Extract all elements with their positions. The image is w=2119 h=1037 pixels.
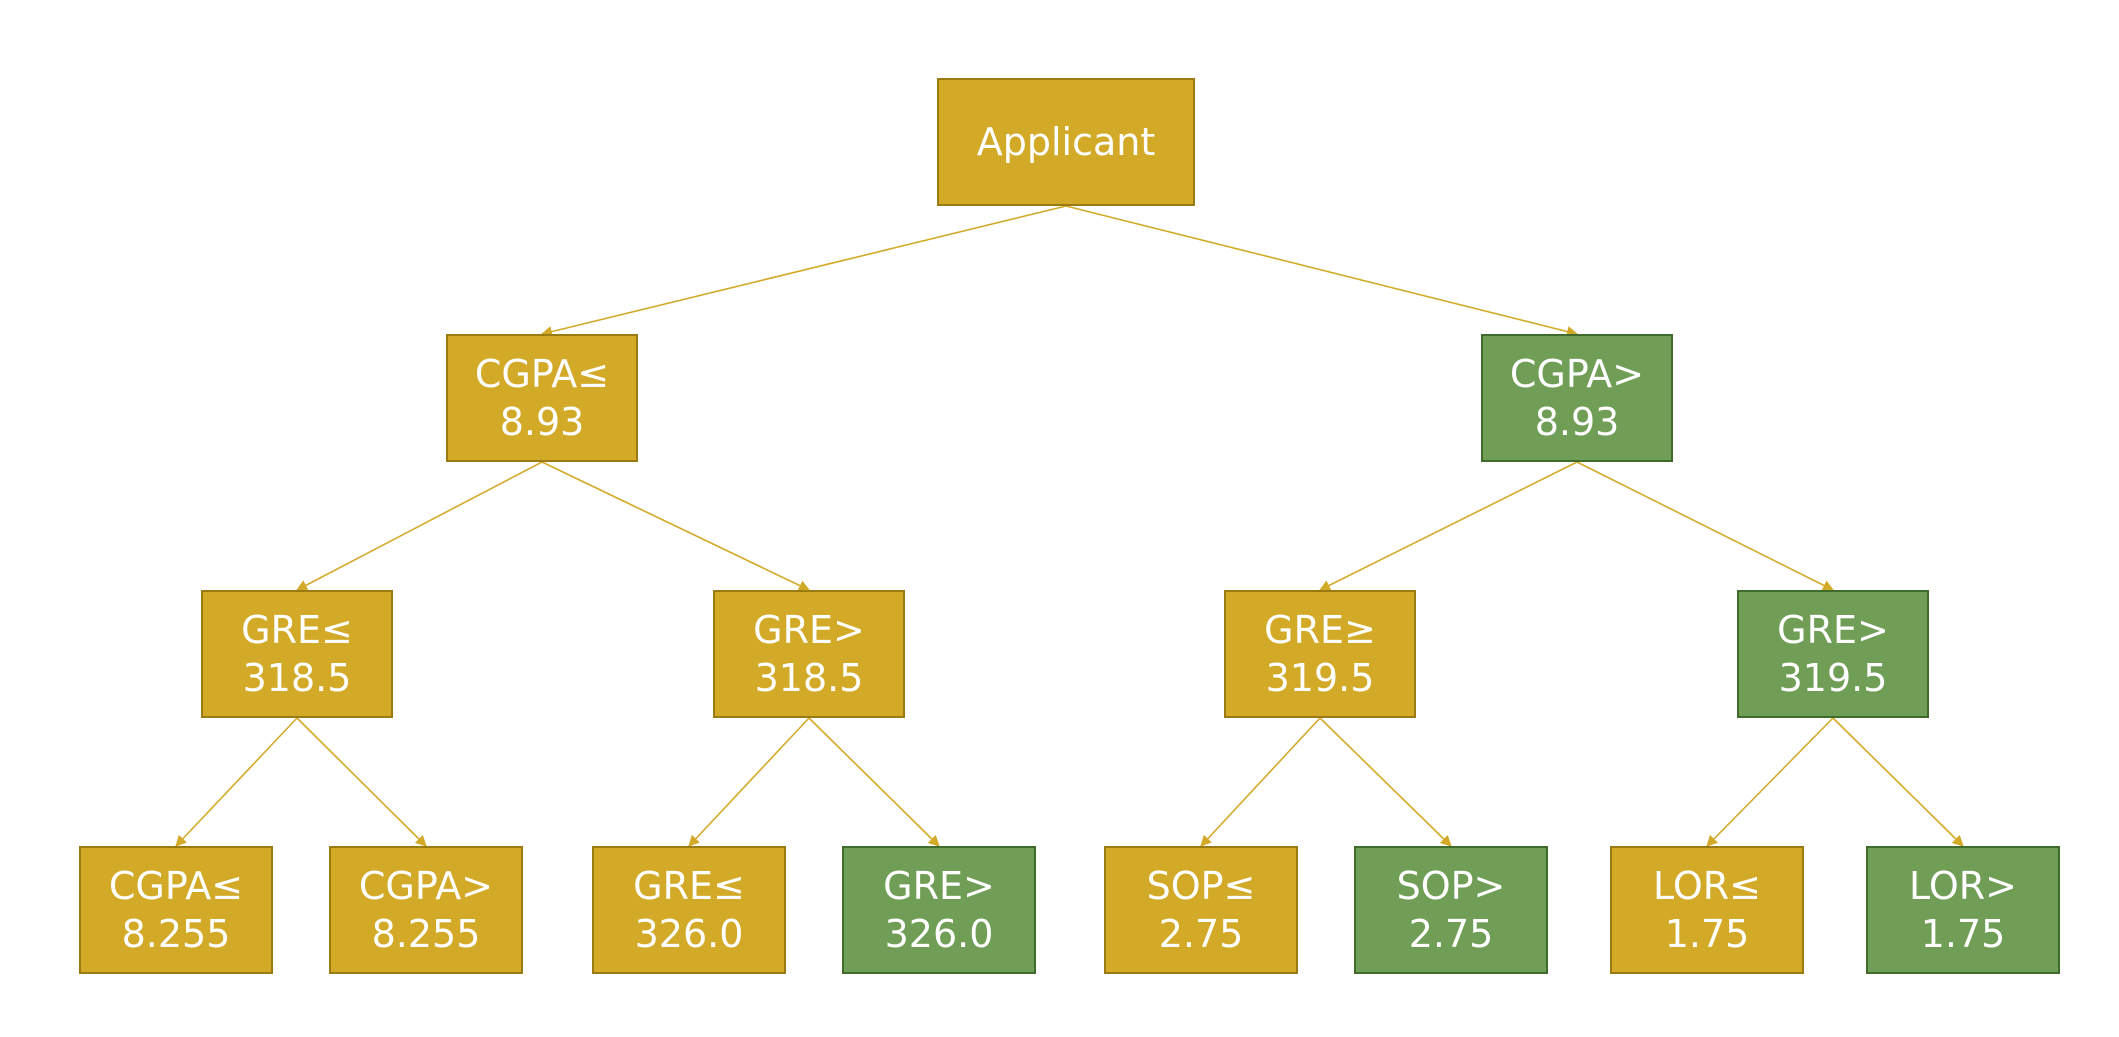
node-threshold: 318.5 (242, 656, 352, 700)
node-condition: SOP> (1396, 864, 1506, 908)
node-threshold: 2.75 (1158, 912, 1244, 956)
edge-n4-l3 (688, 717, 810, 847)
node-condition: CGPA≤ (108, 864, 244, 908)
node-condition: SOP≤ (1146, 864, 1256, 908)
edge-n3-l1 (175, 717, 298, 847)
node-condition: GRE≤ (241, 608, 353, 652)
node-root: Applicant (937, 78, 1195, 206)
node-condition: GRE> (1777, 608, 1889, 652)
node-condition: GRE> (753, 608, 865, 652)
node-gre-le-318-5: GRE≤ 318.5 (201, 590, 393, 718)
node-threshold: 319.5 (1265, 656, 1375, 700)
node-condition: GRE> (883, 864, 995, 908)
edge-root-n1 (540, 205, 1067, 338)
edge-n6-l7 (1706, 717, 1834, 847)
node-gre-gt-318-5: GRE> 318.5 (713, 590, 905, 718)
node-threshold: 8.93 (499, 400, 585, 444)
node-threshold: 318.5 (754, 656, 864, 700)
node-threshold: 319.5 (1778, 656, 1888, 700)
edge-root-n2 (1065, 205, 1579, 337)
edge-n3-l2 (296, 717, 427, 847)
node-threshold: 8.255 (371, 912, 481, 956)
leaf-sop-gt-2-75: SOP> 2.75 (1354, 846, 1548, 974)
edge-n6-l8 (1832, 717, 1964, 847)
node-condition: LOR> (1909, 864, 2017, 908)
node-label: Applicant (976, 120, 1156, 164)
node-condition: GRE≤ (633, 864, 745, 908)
node-threshold: 1.75 (1664, 912, 1750, 956)
node-cgpa-gt-8-93: CGPA> 8.93 (1481, 334, 1673, 462)
edge-n4-l4 (808, 717, 940, 847)
edge-n2-n6 (1576, 461, 1835, 591)
leaf-lor-le-1-75: LOR≤ 1.75 (1610, 846, 1804, 974)
node-condition: CGPA≤ (474, 352, 610, 396)
leaf-lor-gt-1-75: LOR> 1.75 (1866, 846, 2060, 974)
node-gre-ge-319-5: GRE≥ 319.5 (1224, 590, 1416, 718)
node-condition: LOR≤ (1653, 864, 1761, 908)
edge-n2-n5 (1318, 461, 1578, 591)
node-condition: CGPA> (358, 864, 494, 908)
node-threshold: 1.75 (1920, 912, 2006, 956)
node-threshold: 8.93 (1534, 400, 1620, 444)
node-threshold: 8.255 (121, 912, 231, 956)
leaf-gre-le-326-0: GRE≤ 326.0 (592, 846, 786, 974)
edge-n5-l6 (1319, 717, 1452, 847)
node-condition: GRE≥ (1264, 608, 1376, 652)
node-threshold: 2.75 (1408, 912, 1494, 956)
node-cgpa-le-8-93: CGPA≤ 8.93 (446, 334, 638, 462)
node-threshold: 326.0 (634, 912, 744, 956)
node-gre-gt-319-5: GRE> 319.5 (1737, 590, 1929, 718)
leaf-cgpa-le-8-255: CGPA≤ 8.255 (79, 846, 273, 974)
edge-n1-n4 (541, 461, 811, 591)
edge-n1-n3 (296, 461, 543, 591)
leaf-gre-gt-326-0: GRE> 326.0 (842, 846, 1036, 974)
leaf-sop-le-2-75: SOP≤ 2.75 (1104, 846, 1298, 974)
edge-n5-l5 (1200, 717, 1321, 847)
node-threshold: 326.0 (884, 912, 994, 956)
leaf-cgpa-gt-8-255: CGPA> 8.255 (329, 846, 523, 974)
node-condition: CGPA> (1509, 352, 1645, 396)
